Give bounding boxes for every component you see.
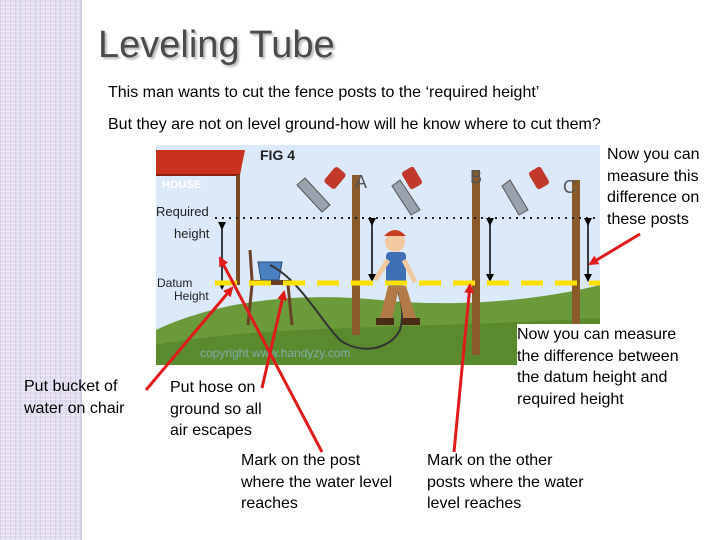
annotation-arrows <box>144 232 641 453</box>
house-label: HOUSE <box>162 179 201 191</box>
note-measure-difference: Now you can measure the difference betwe… <box>517 324 679 411</box>
arrow-mark-post <box>218 256 324 453</box>
note-mark-other: Mark on the other posts where the water … <box>427 452 584 513</box>
datum-label-1: Datum <box>157 276 192 290</box>
slide-title: Leveling Tube <box>98 24 335 66</box>
grass-foreground <box>156 318 600 365</box>
awning <box>156 150 245 175</box>
fence-post-b <box>472 170 480 355</box>
fence-post-a <box>352 175 360 335</box>
saw-icon-c <box>501 166 549 216</box>
note-mark-post: Mark on the post where the water level r… <box>241 452 393 513</box>
intro-line-1: This man wants to cut the fence posts to… <box>108 84 540 101</box>
watermark: copyright www.handyzy.com <box>200 346 351 360</box>
figure-illustration: FIG 4 HOUSE Required height Datum Height… <box>156 145 600 365</box>
arrow-hose <box>260 290 288 389</box>
intro-line-2: But they are not on level ground-how wil… <box>108 116 601 133</box>
fig-label: FIG 4 <box>260 147 295 163</box>
post-label-c: C <box>563 177 576 197</box>
required-label-2: height <box>174 226 210 241</box>
side-strip-edge <box>80 0 82 540</box>
post-label-b: B <box>470 167 482 187</box>
decorative-side-strip <box>0 0 80 540</box>
fence-post-c <box>572 180 580 325</box>
datum-label-2: Height <box>174 289 209 303</box>
note-measure-posts: Now you can measure this difference on t… <box>607 144 700 231</box>
note-hose: Put hose on ground so all air escapes <box>170 379 262 440</box>
required-label-1: Required <box>156 204 209 219</box>
arrow-bucket <box>144 286 234 391</box>
note-bucket: Put bucket of water on chair <box>24 378 125 417</box>
saw-icon-b <box>391 166 422 216</box>
man-figure <box>372 230 420 325</box>
saw-icon-a <box>296 167 346 213</box>
arrow-measure-posts <box>588 232 641 266</box>
arrow-mark-other <box>452 283 475 453</box>
post-label-a: A <box>355 172 367 192</box>
